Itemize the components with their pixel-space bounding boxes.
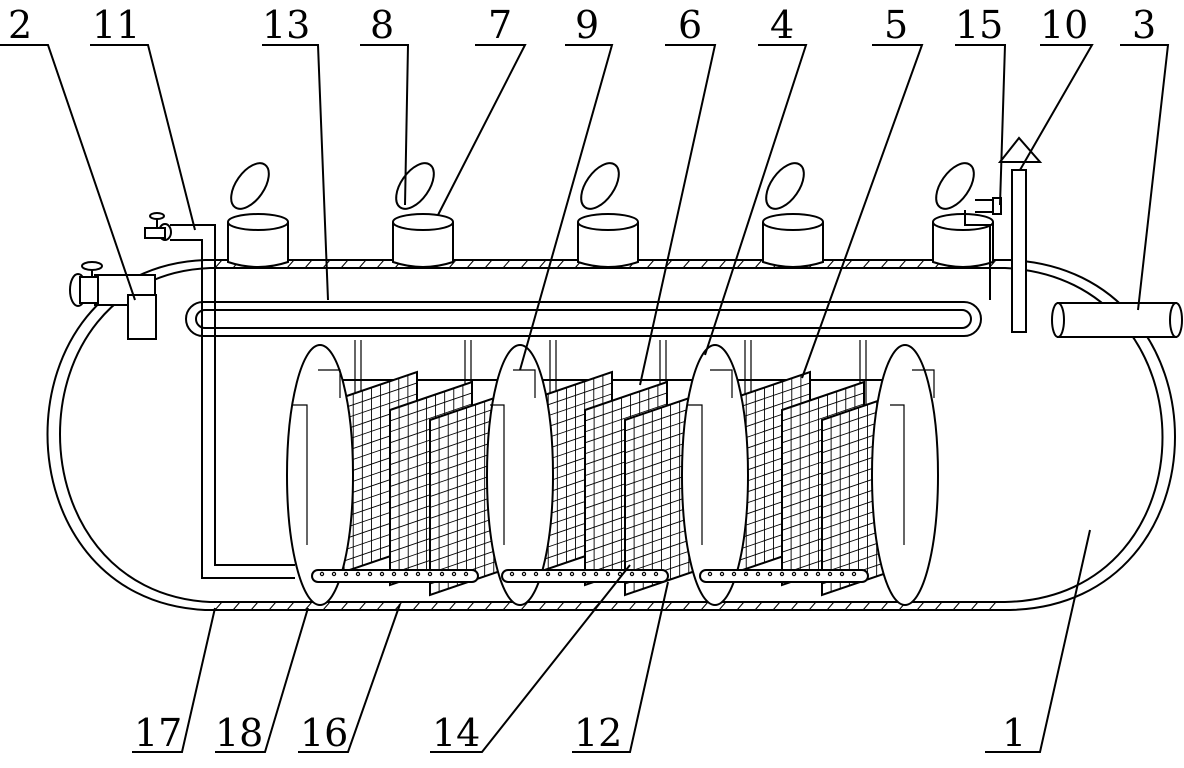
callout-7: 7: [488, 3, 512, 47]
aerator-tube: [699, 569, 869, 583]
partition-plate: [286, 344, 354, 606]
manhole: [392, 162, 454, 268]
callout-leaders: [0, 44, 1170, 753]
callout-10: 10: [1040, 3, 1088, 47]
callout-15: 15: [955, 3, 1003, 47]
vent-pipe: [997, 136, 1043, 333]
callout-3: 3: [1132, 3, 1156, 47]
manhole: [932, 162, 994, 268]
callout-11: 11: [92, 3, 140, 47]
callout-2: 2: [8, 3, 32, 47]
header-pipe: [185, 301, 982, 337]
callout-labels: 2 11 13 8 7 9 6 4 5 15 10 3 17 18 16 14 …: [8, 3, 1156, 755]
air-pipe: [144, 212, 295, 579]
callout-8: 8: [370, 3, 394, 47]
callout-9: 9: [575, 3, 599, 47]
return-pipe: [964, 197, 1002, 300]
manhole: [577, 162, 639, 268]
partition-plate: [871, 344, 939, 606]
internal-chambers: [286, 340, 939, 606]
partition-plate: [681, 344, 749, 606]
callout-12: 12: [574, 711, 622, 755]
outlet-pipe: [1051, 302, 1183, 338]
callout-16: 16: [300, 711, 348, 755]
callout-17: 17: [134, 711, 182, 755]
callout-13: 13: [262, 3, 310, 47]
callout-18: 18: [215, 711, 263, 755]
manhole: [227, 162, 289, 268]
shell-hatching-bottom: [214, 601, 997, 611]
partition-plate: [486, 344, 554, 606]
manhole-covers: [227, 162, 994, 268]
manhole: [762, 162, 824, 268]
callout-6: 6: [678, 3, 702, 47]
aerator-tube: [501, 569, 669, 583]
inlet-pipe: [69, 261, 157, 340]
callout-14: 14: [432, 711, 480, 755]
aerator-tube: [311, 569, 479, 583]
callout-1: 1: [1002, 711, 1026, 755]
callout-5: 5: [884, 3, 908, 47]
callout-4: 4: [770, 3, 794, 47]
